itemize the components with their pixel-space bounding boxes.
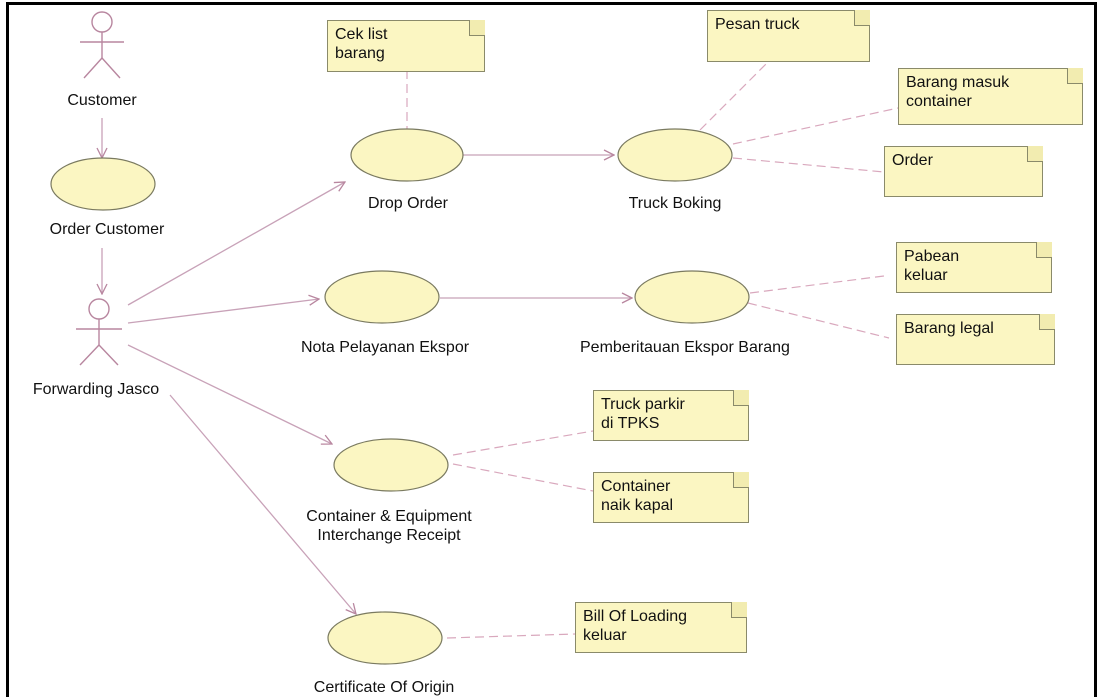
note-pesan-truck-fold-icon	[854, 10, 870, 26]
note-container-naik-fold-icon	[733, 472, 749, 488]
anchor-pesan-truck	[699, 61, 769, 131]
nota-pelayanan-label: Nota Pelayanan Ekspor	[300, 339, 470, 356]
note-barang-masuk: Barang masuk container	[898, 68, 1083, 125]
anchor-barang-masuk	[732, 107, 899, 145]
container-receipt-label: Container & Equipment Interchange Receip…	[306, 508, 472, 544]
note-cek-list-fold-icon	[469, 20, 485, 36]
note-bill-loading: Bill Of Loading keluar	[575, 602, 747, 653]
truck-boking-usecase[interactable]	[617, 128, 733, 182]
link-forwarding-certificate	[169, 394, 356, 614]
note-order-fold-icon	[1027, 146, 1043, 162]
note-order: Order	[884, 146, 1043, 197]
note-cek-list: Cek list barang	[327, 20, 485, 72]
note-barang-legal: Barang legal	[896, 314, 1055, 365]
note-pesan-truck-text: Pesan truck	[715, 16, 800, 33]
nota-pelayanan-usecase[interactable]	[324, 270, 440, 324]
forwarding-label: Forwarding Jasco	[32, 381, 160, 398]
anchor-container-naik	[452, 463, 594, 492]
note-bill-loading-fold-icon	[731, 602, 747, 618]
note-pabean: Pabean keluar	[896, 242, 1052, 293]
note-container-naik: Container naik kapal	[593, 472, 749, 523]
note-barang-legal-fold-icon	[1039, 314, 1055, 330]
anchor-bill	[446, 633, 576, 639]
note-bill-loading-text: Bill Of Loading keluar	[583, 608, 688, 644]
anchor-pabean	[749, 275, 885, 294]
note-barang-legal-text: Barang legal	[904, 320, 994, 337]
note-barang-masuk-text: Barang masuk container	[906, 74, 1010, 110]
note-cek-list-text: Cek list barang	[335, 26, 388, 62]
note-barang-masuk-fold-icon	[1067, 68, 1083, 84]
link-forwarding-drop	[127, 182, 345, 306]
note-pesan-truck: Pesan truck	[707, 10, 870, 62]
certificate-label: Certificate Of Origin	[313, 679, 455, 696]
diagram-frame	[6, 2, 1097, 697]
certificate-usecase[interactable]	[327, 611, 443, 665]
link-forwarding-container	[127, 344, 332, 444]
pemberitauan-usecase[interactable]	[634, 270, 750, 324]
pemberitauan-label: Pemberitauan Ekspor Barang	[580, 339, 790, 356]
truck-boking-label: Truck Boking	[628, 195, 722, 212]
note-truck-parkir: Truck parkir di TPKS	[593, 390, 749, 441]
anchor-order	[732, 157, 885, 173]
note-container-naik-text: Container naik kapal	[601, 478, 674, 514]
customer-label: Customer	[67, 92, 137, 109]
drop-order-label: Drop Order	[367, 195, 449, 212]
order-customer-usecase[interactable]	[50, 157, 156, 211]
container-receipt-usecase[interactable]	[333, 438, 449, 492]
note-truck-parkir-text: Truck parkir di TPKS	[601, 396, 685, 432]
drop-order-usecase[interactable]	[350, 128, 464, 182]
anchor-barang-legal	[747, 302, 890, 339]
note-truck-parkir-fold-icon	[733, 390, 749, 406]
order-customer-label: Order Customer	[49, 221, 165, 238]
anchor-truck-parkir	[452, 430, 594, 456]
forwarding-actor-icon	[76, 298, 122, 366]
note-pabean-fold-icon	[1036, 242, 1052, 258]
customer-actor-icon	[80, 11, 124, 79]
link-forwarding-nota	[127, 299, 319, 324]
note-order-text: Order	[892, 152, 933, 169]
note-pabean-text: Pabean keluar	[904, 248, 960, 284]
